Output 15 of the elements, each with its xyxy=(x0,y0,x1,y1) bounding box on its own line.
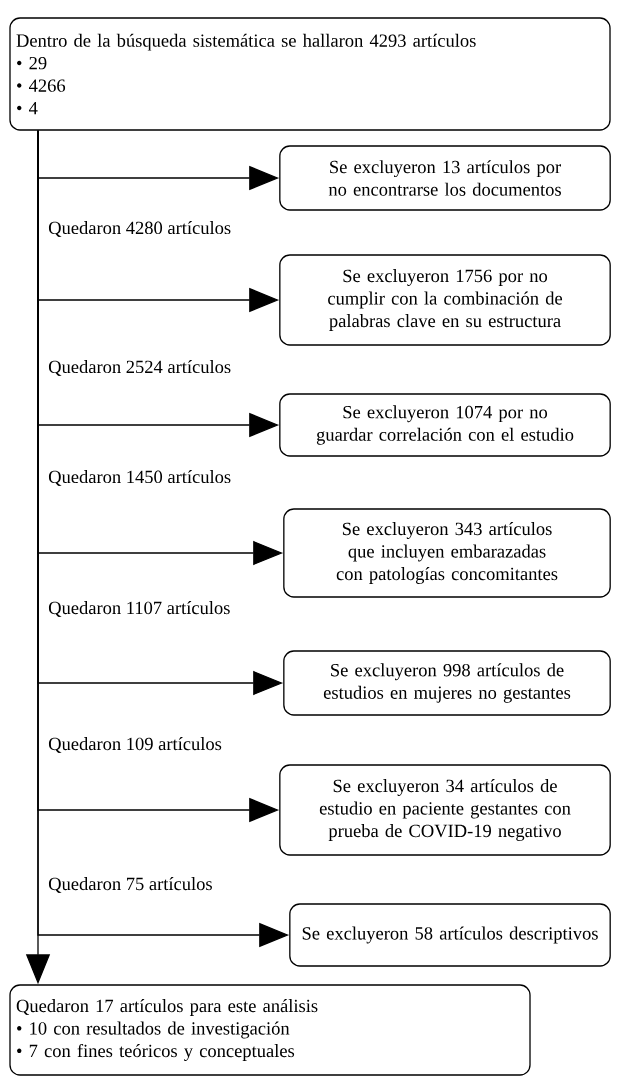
flow-box: Quedaron 17 artículos para este análisis • 10 con resultados de investigación • 7 con fines teóricos y conceptuales xyxy=(9,984,531,1076)
count-label: Quedaron 1450 artículos xyxy=(48,470,231,486)
exclusion-box: Se excluyeron 998 artículos de estudios en mujeres no gestantes xyxy=(283,650,611,716)
exclusion-box: Se excluyeron 58 artículos descriptivos xyxy=(289,903,611,967)
exclusion-box: Se excluyeron 1074 por no guardar correlación con el estudio xyxy=(279,393,611,457)
count-label: Quedaron 4280 artículos xyxy=(48,221,231,237)
exclusion-box: Se excluyeron 34 artículos de estudio en paciente gestantes con prueba de COVID-19 negativo xyxy=(279,764,611,856)
exclusion-box: Se excluyeron 13 artículos por no encontrarse los documentos xyxy=(279,145,611,211)
flow-box: Dentro de la búsqueda sistemática se hallaron 4293 artículos • 29 • 4266 • 4 xyxy=(9,17,611,131)
count-label: Quedaron 1107 artículos xyxy=(48,601,230,617)
count-label: Quedaron 109 artículos xyxy=(48,737,222,753)
exclusion-box: Se excluyeron 1756 por no cumplir con la combinación de palabras clave en su estructura xyxy=(279,254,611,346)
exclusion-box: Se excluyeron 343 artículos que incluyen embarazadas con patologías concomitantes xyxy=(283,508,611,598)
count-label: Quedaron 2524 artículos xyxy=(48,360,231,376)
count-label: Quedaron 75 artículos xyxy=(48,877,212,893)
